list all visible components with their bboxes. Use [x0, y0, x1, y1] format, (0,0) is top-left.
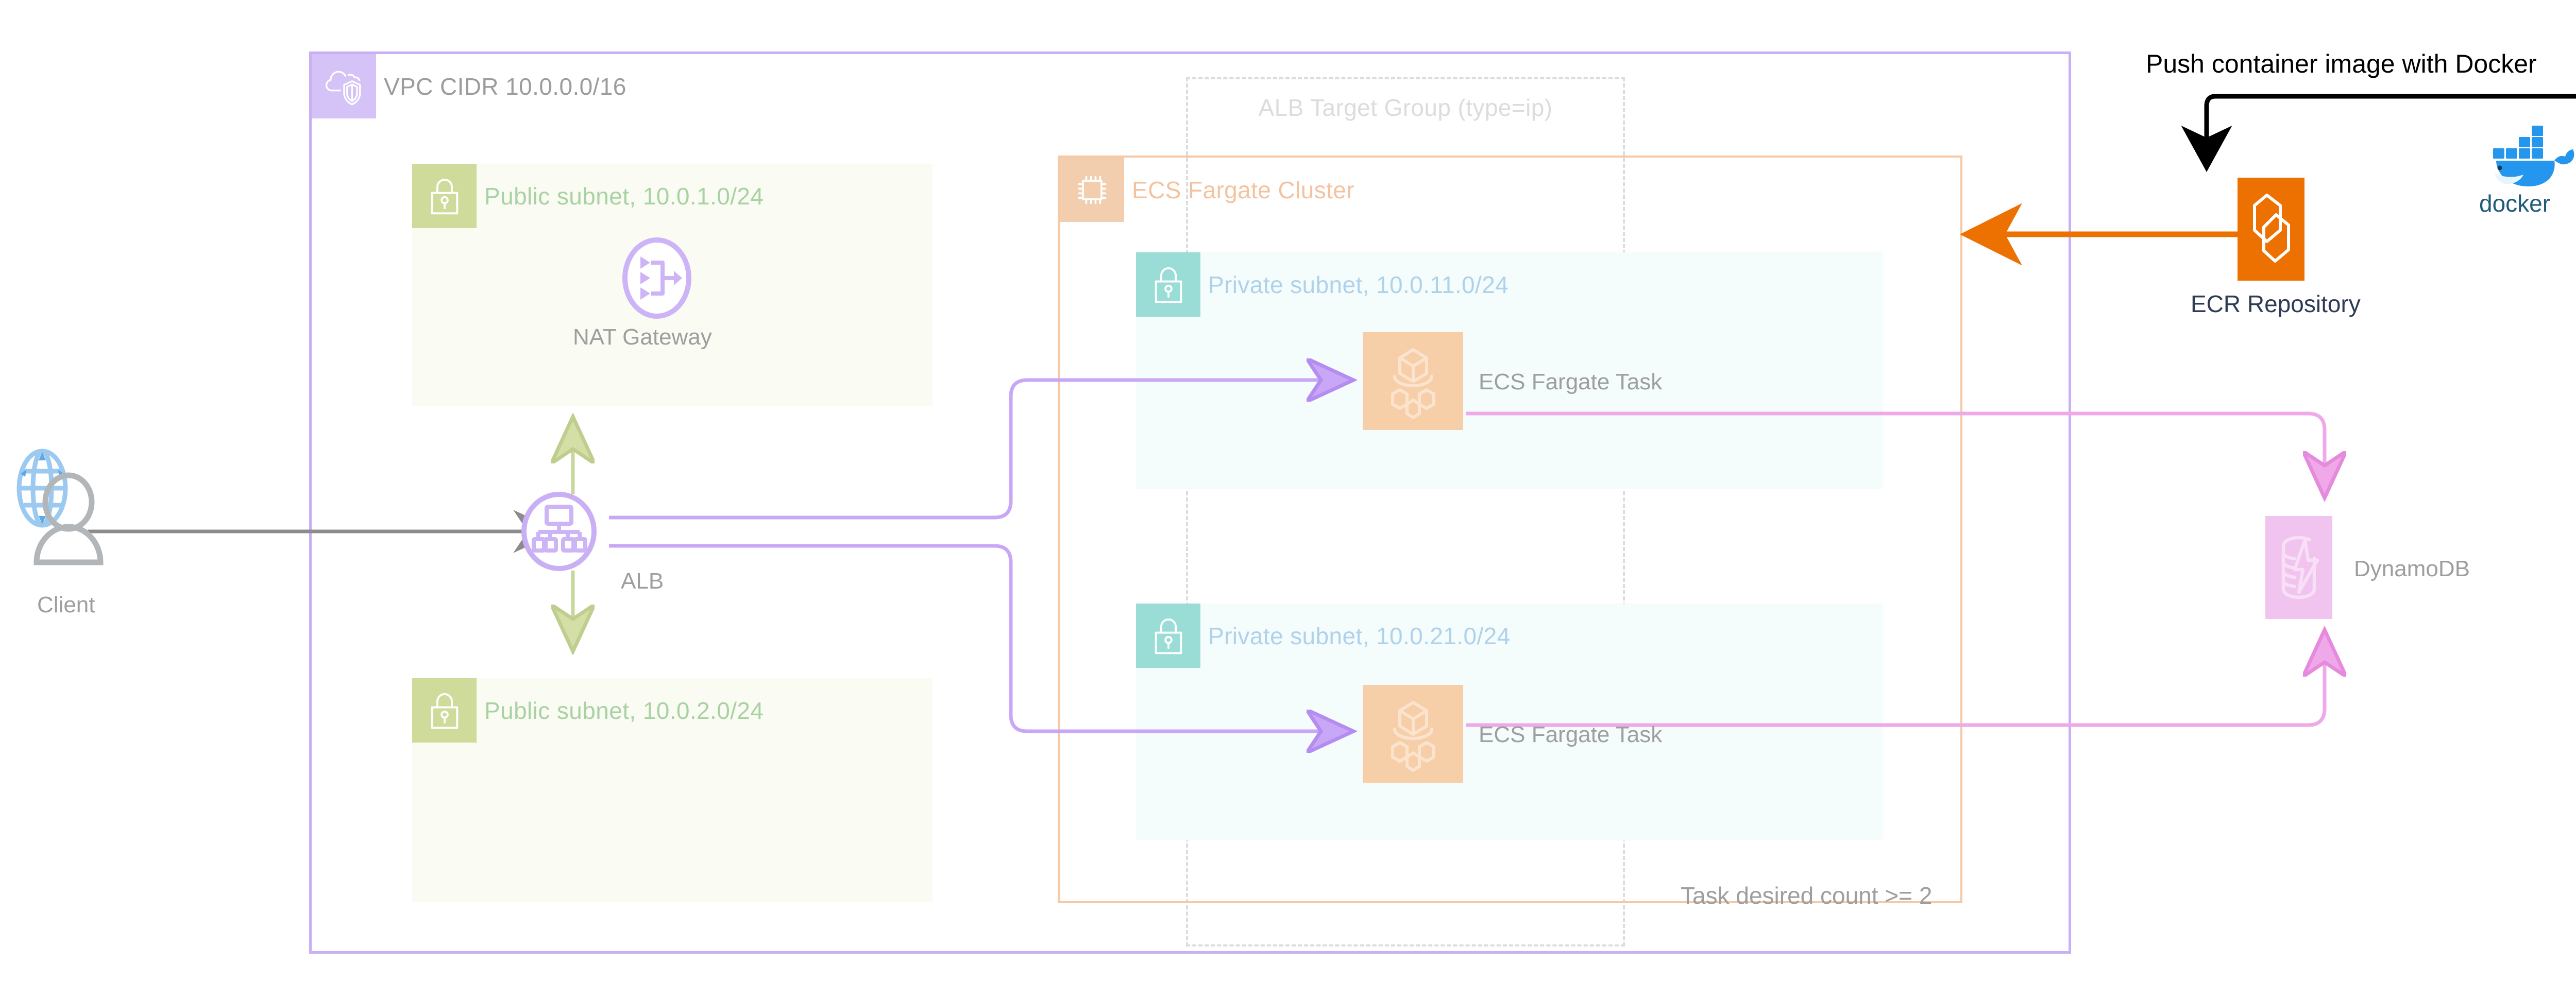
lock-icon: [412, 678, 477, 743]
cloud-shield-icon: [312, 54, 376, 118]
subnet-public-2: Public subnet, 10.0.2.0/24: [412, 678, 933, 902]
dynamodb-icon: [2265, 516, 2332, 619]
node-ecs-task-1-label: ECS Fargate Task: [1479, 369, 1663, 394]
container-task-icon: [1363, 332, 1463, 430]
node-dynamodb-label: DynamoDB: [2354, 556, 2470, 581]
lock-icon: [1136, 252, 1200, 317]
ecs-fargate-cluster: ECS Fargate Cluster: [1058, 156, 1962, 903]
annotation-push-container-image: Push container image with Docker: [2146, 49, 2537, 78]
vpc-label: VPC CIDR 10.0.0.0/16: [384, 73, 626, 100]
container-task-icon: [1363, 685, 1463, 783]
cpu-chip-icon: [1060, 158, 1124, 222]
nat-gateway-icon: [613, 237, 701, 319]
alb-target-group-label: ALB Target Group (type=ip): [1258, 94, 1553, 121]
subnet-public-2-label: Public subnet, 10.0.2.0/24: [484, 697, 764, 724]
node-docker-label: docker: [2479, 190, 2551, 217]
load-balancer-icon: [515, 490, 603, 573]
globe-user-icon: [10, 443, 180, 587]
docker-whale-icon: [2468, 117, 2576, 195]
lock-icon: [412, 164, 477, 228]
subnet-public-1-label: Public subnet, 10.0.1.0/24: [484, 182, 764, 210]
ecs-cluster-label: ECS Fargate Cluster: [1132, 176, 1354, 203]
subnet-private-1-label: Private subnet, 10.0.11.0/24: [1208, 271, 1509, 298]
node-ecr-repository-label: ECR Repository: [2191, 290, 2361, 317]
node-ecs-task-2-label: ECS Fargate Task: [1479, 722, 1663, 747]
vpc-container: VPC CIDR 10.0.0.0/16: [309, 51, 2071, 954]
ecs-task-desired-count-note: Task desired count >= 2: [1681, 882, 1933, 909]
lock-icon: [1136, 604, 1200, 668]
ecr-icon: [2238, 178, 2304, 281]
subnet-private-2-label: Private subnet, 10.0.21.0/24: [1208, 622, 1511, 649]
node-alb-label: ALB: [621, 569, 664, 594]
node-client-label: Client: [37, 592, 95, 617]
node-nat-gateway-label: NAT Gateway: [573, 324, 712, 350]
